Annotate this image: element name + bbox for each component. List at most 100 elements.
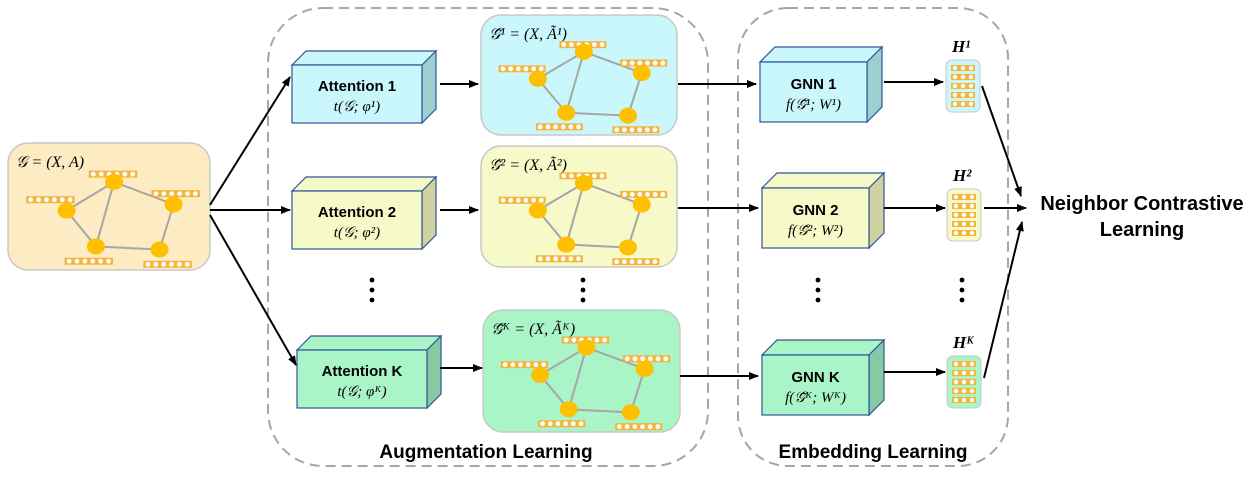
box-title: Attention K xyxy=(322,363,403,380)
h-cell xyxy=(960,65,966,71)
feature-cell xyxy=(515,197,521,203)
graph-edge xyxy=(566,111,629,117)
feature-bar xyxy=(612,126,660,134)
node-feature-vector xyxy=(498,196,546,204)
feature-cell xyxy=(510,362,516,368)
graph-node xyxy=(150,241,169,258)
graph-node xyxy=(574,43,593,60)
graph-node xyxy=(619,107,637,124)
node-feature-vector xyxy=(612,126,660,134)
h-cell xyxy=(961,203,967,209)
node-feature-vector xyxy=(622,355,671,363)
node-feature-vector xyxy=(620,190,668,198)
feature-cell xyxy=(621,127,627,133)
graph-node xyxy=(577,339,596,356)
feature-cell xyxy=(545,124,551,130)
graph-edge xyxy=(568,408,631,414)
embedding-hk: Hᴷ xyxy=(946,333,982,409)
graph-edge xyxy=(113,180,174,206)
feature-cell xyxy=(153,191,159,197)
box-formula: f(𝒢̃ᴷ; Wᴷ) xyxy=(785,390,846,406)
feature-cell xyxy=(560,256,566,262)
feature-bar xyxy=(26,196,75,204)
graph-card-bg xyxy=(7,142,211,271)
feature-cell xyxy=(571,337,577,343)
ellipsis-dot xyxy=(815,297,821,303)
feature-cell xyxy=(629,259,635,265)
box-top-face xyxy=(290,50,438,66)
h-cell xyxy=(961,388,967,394)
feature-bar xyxy=(535,255,583,263)
feature-cell xyxy=(555,421,561,427)
feature-bar xyxy=(498,65,546,73)
feature-bar xyxy=(622,355,671,363)
feature-cell xyxy=(647,424,653,430)
node-feature-vector xyxy=(535,255,583,263)
node-feature-vector xyxy=(26,196,75,204)
feature-cell xyxy=(59,197,65,203)
graph-node xyxy=(105,173,124,190)
box-front-face xyxy=(759,61,868,123)
box-title: GNN 1 xyxy=(791,76,837,93)
h-cell xyxy=(969,221,975,227)
node-feature-vector xyxy=(151,190,200,198)
embedding-section-label: Embedding Learning xyxy=(779,442,968,463)
node-feature-vector xyxy=(538,420,586,428)
ellipsis-dot xyxy=(959,297,965,303)
box-title: GNN K xyxy=(791,369,840,386)
feature-cell xyxy=(177,191,182,197)
arrows xyxy=(209,76,1027,380)
feature-cell xyxy=(161,191,167,197)
graph-node xyxy=(574,175,593,192)
node-feature-vector xyxy=(614,423,663,431)
h-cell xyxy=(961,212,967,218)
feature-bar xyxy=(64,257,114,265)
augmentation-section-label: Augmentation Learning xyxy=(379,442,592,463)
augmentation-section xyxy=(267,7,709,467)
feature-cell xyxy=(82,258,88,264)
feature-cell xyxy=(655,424,661,430)
graph-label: 𝒢 = (X, A) xyxy=(16,154,84,171)
box-title: Attention 2 xyxy=(318,204,396,221)
feature-cell xyxy=(599,173,605,179)
graph-node xyxy=(619,239,637,256)
feature-cell xyxy=(538,66,544,72)
feature-cell xyxy=(523,197,529,203)
h-cell xyxy=(952,101,958,107)
graph-edge xyxy=(95,245,160,251)
ellipsis-dot xyxy=(580,287,586,293)
h-cell xyxy=(953,212,959,218)
graph-card-bg xyxy=(482,309,681,433)
gnn-k-block: GNN K f(𝒢̃ᴷ; Wᴷ) xyxy=(760,338,886,417)
node-feature-vector xyxy=(143,260,192,268)
feature-cell xyxy=(644,127,650,133)
graph-edge xyxy=(565,182,585,245)
feature-cell xyxy=(640,356,646,362)
h-cell xyxy=(953,379,959,385)
feature-cell xyxy=(637,60,643,66)
feature-cell xyxy=(652,60,658,66)
graph-edge xyxy=(565,51,585,114)
h-cell xyxy=(961,194,967,200)
feature-cell xyxy=(561,42,567,48)
feature-cell xyxy=(502,362,508,368)
h-cell xyxy=(953,203,959,209)
box-formula: f(𝒢̃¹; W¹) xyxy=(786,97,841,113)
h-cell xyxy=(952,65,958,71)
ellipsis-dot xyxy=(369,287,375,293)
feature-cell xyxy=(523,66,529,72)
graph-node xyxy=(632,196,651,213)
box-formula: t(𝒢; φ²) xyxy=(334,225,380,241)
feature-cell xyxy=(563,337,569,343)
augmented-graph-k-card: 𝒢̃ᴷ = (X, Ãᴷ) xyxy=(482,309,681,433)
h-cell xyxy=(961,361,967,367)
graph-card-bg xyxy=(480,145,678,268)
feature-cell xyxy=(106,258,111,264)
node-feature-vector xyxy=(620,59,668,67)
box-formula: t(𝒢; φᴷ) xyxy=(337,384,386,400)
h-cell xyxy=(961,370,967,376)
feature-cell xyxy=(614,259,620,265)
box-front-face xyxy=(761,354,870,416)
feature-cell xyxy=(500,66,506,72)
feature-cell xyxy=(51,197,57,203)
